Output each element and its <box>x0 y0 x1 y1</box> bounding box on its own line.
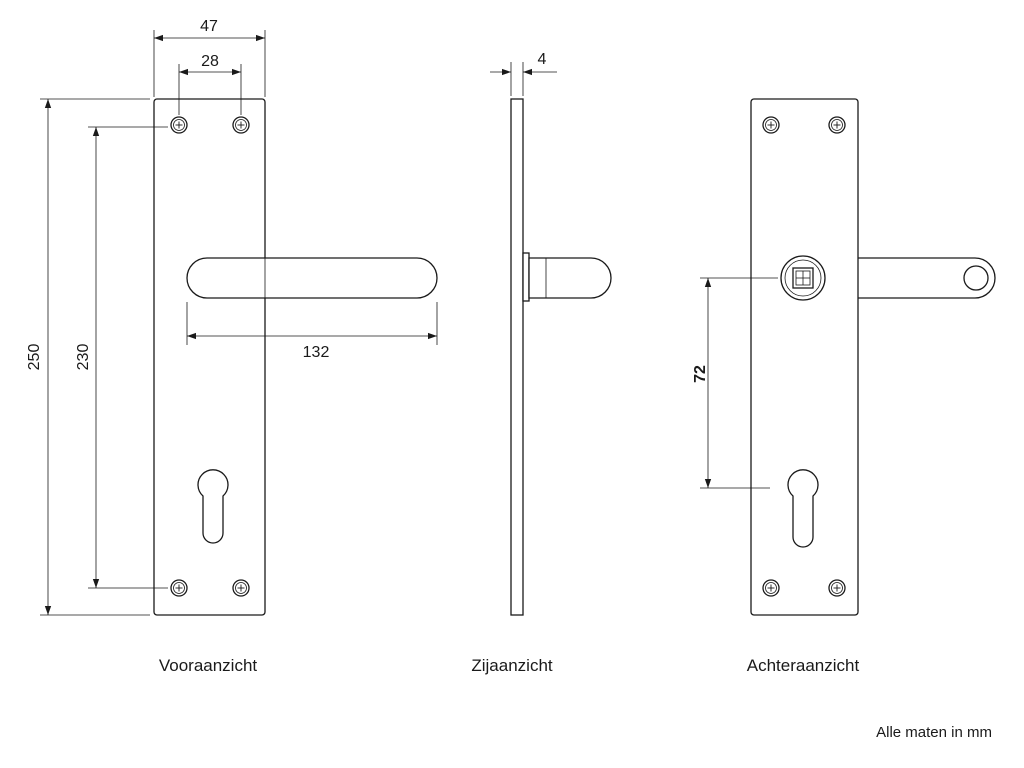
units-note: Alle maten in mm <box>876 724 992 741</box>
side-rosette <box>522 252 530 302</box>
dim-label-handle-length: 132 <box>303 344 330 361</box>
screw-icon <box>828 579 846 597</box>
front-view: 47 28 250 230 132 Vooraanzicht <box>26 18 438 675</box>
screw-icon <box>232 579 250 597</box>
dim-label-screw-vertical: 230 <box>75 344 92 371</box>
back-handle-end <box>963 265 989 291</box>
back-view: 72 Achteraanzicht <box>692 98 996 675</box>
dim-label-plate-height: 250 <box>26 344 43 371</box>
front-handle <box>186 257 438 299</box>
dim-label-screw-spacing: 28 <box>201 53 219 70</box>
side-backplate <box>510 98 524 616</box>
screw-icon <box>170 579 188 597</box>
front-view-caption: Vooraanzicht <box>159 656 258 675</box>
screw-icon <box>762 579 780 597</box>
side-handle <box>528 257 612 299</box>
back-backplate <box>750 98 859 616</box>
side-view-caption: Zijaanzicht <box>471 656 553 675</box>
back-keyhole <box>787 469 819 548</box>
back-handle <box>844 257 996 299</box>
front-extension-lines <box>40 30 438 616</box>
front-keyhole <box>197 469 229 544</box>
screw-icon <box>232 116 250 134</box>
front-backplate <box>153 98 266 616</box>
back-view-caption: Achteraanzicht <box>747 656 860 675</box>
dim-label-plate-width: 47 <box>200 18 218 35</box>
screw-icon <box>828 116 846 134</box>
spindle-icon <box>780 255 826 301</box>
dim-label-plate-thickness: 4 <box>538 51 547 68</box>
dim-label-spindle-to-cylinder: 72 <box>692 365 709 383</box>
side-view: 4 Zijaanzicht <box>471 51 612 675</box>
screw-icon <box>170 116 188 134</box>
screw-icon <box>762 116 780 134</box>
